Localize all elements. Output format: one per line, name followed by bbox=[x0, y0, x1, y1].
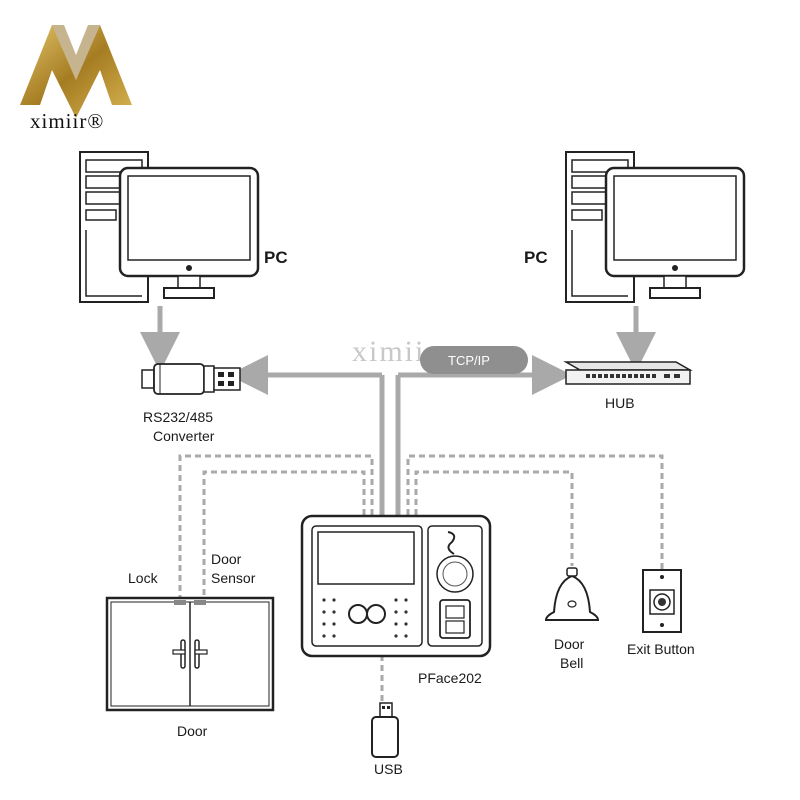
exit-button: Exit Button bbox=[627, 569, 695, 657]
logo-m-icon bbox=[20, 25, 132, 118]
door: Door bbox=[105, 596, 275, 739]
monitor-icon bbox=[118, 166, 260, 299]
network-hub: HUB bbox=[563, 361, 693, 411]
usb-icon bbox=[371, 702, 399, 758]
terminal-icon bbox=[300, 514, 492, 658]
converter-label-line2: Converter bbox=[153, 428, 215, 444]
double-door-icon bbox=[105, 596, 275, 712]
tcpip-badge: TCP/IP bbox=[420, 346, 528, 374]
dashed-wiring bbox=[178, 454, 664, 705]
door-sensor-label-line2: Sensor bbox=[211, 570, 256, 586]
exit-button-icon bbox=[642, 569, 682, 633]
device-label: PFace202 bbox=[418, 670, 482, 686]
lock-wire bbox=[178, 454, 374, 600]
door-label: Door bbox=[177, 723, 208, 739]
pc-right-label: PC bbox=[524, 248, 548, 267]
lock-label: Lock bbox=[128, 570, 159, 586]
rs232-converter: RS232/485 Converter bbox=[141, 363, 241, 444]
usb-stick: USB bbox=[371, 702, 403, 777]
network-cables bbox=[140, 306, 656, 515]
door-bell-wire bbox=[414, 470, 574, 566]
pc-left: PC bbox=[79, 151, 288, 303]
monitor-icon bbox=[604, 166, 746, 299]
pface202-device: PFace202 bbox=[300, 514, 492, 686]
bell-label-line1: Door bbox=[554, 636, 585, 652]
brand-name: ximiir® bbox=[30, 109, 104, 133]
bell-label-line2: Bell bbox=[560, 655, 583, 671]
converter-label-line1: RS232/485 bbox=[143, 409, 213, 425]
converter-icon bbox=[141, 363, 241, 395]
pc-left-label: PC bbox=[264, 248, 288, 267]
exit-button-wire bbox=[406, 454, 664, 570]
door-bell: Door Bell bbox=[544, 567, 600, 671]
hub-icon bbox=[563, 361, 693, 385]
exit-button-label: Exit Button bbox=[627, 641, 695, 657]
brand-logo: ximiir® bbox=[20, 25, 132, 133]
hub-label: HUB bbox=[605, 395, 635, 411]
door-sensor-wire bbox=[202, 470, 366, 600]
bell-icon bbox=[544, 567, 600, 621]
door-sensor-label-line1: Door bbox=[211, 551, 242, 567]
tcpip-label: TCP/IP bbox=[448, 353, 490, 368]
pc-right: PC bbox=[524, 151, 746, 303]
usb-label: USB bbox=[374, 761, 403, 777]
